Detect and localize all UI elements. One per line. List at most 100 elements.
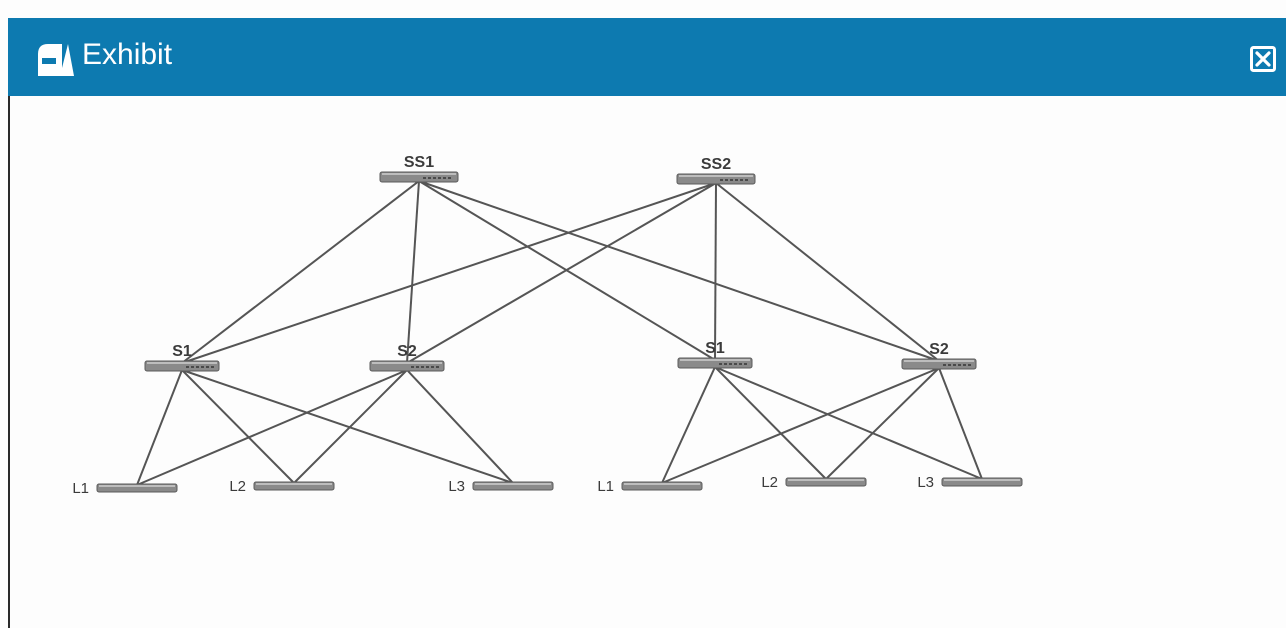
- switch-node-b_s2: S2: [901, 341, 977, 370]
- switch-node-ss2: SS2: [676, 156, 756, 185]
- link-a_s1-a_l3: [181, 369, 514, 484]
- switch-label-ss1: SS1: [404, 154, 434, 171]
- switch-node-a_l3: L3: [448, 478, 554, 495]
- switch-port: [196, 366, 199, 368]
- switch-port: [740, 179, 743, 181]
- switch-port: [729, 363, 732, 365]
- switch-highlight: [904, 360, 974, 362]
- link-ss2-a_s2: [406, 182, 717, 364]
- switch-port: [416, 366, 419, 368]
- link-ss1-b_s2: [418, 180, 940, 362]
- switch-port: [443, 177, 446, 179]
- switch-port: [725, 179, 728, 181]
- switch-label-b_s1: S1: [705, 340, 725, 357]
- switch-port: [448, 177, 451, 179]
- title-bar: Exhibit: [8, 18, 1286, 96]
- switch-port: [191, 366, 194, 368]
- switch-label-b_l3: L3: [917, 474, 934, 491]
- switch-node-b_s1: S1: [677, 340, 753, 369]
- link-a_s2-a_l1: [136, 369, 408, 486]
- switch-port: [953, 364, 956, 366]
- window-title: Exhibit: [82, 38, 173, 71]
- switch-highlight: [679, 175, 753, 177]
- switch-highlight: [624, 483, 700, 485]
- link-b_s1-b_l3: [714, 366, 983, 480]
- switch-port: [948, 364, 951, 366]
- switch-label-a_s2: S2: [397, 343, 417, 360]
- link-a_s1-a_l1: [136, 369, 183, 486]
- switch-port: [735, 179, 738, 181]
- link-ss1-a_s2: [406, 180, 420, 364]
- switch-port: [730, 179, 733, 181]
- switch-port: [438, 177, 441, 179]
- switch-node-b_l3: L3: [917, 474, 1023, 491]
- switch-label-b_l1: L1: [597, 478, 614, 495]
- switch-port: [958, 364, 961, 366]
- switch-port: [968, 364, 971, 366]
- links-layer: [136, 180, 983, 486]
- switch-label-b_s2: S2: [929, 341, 949, 358]
- link-a_s2-a_l2: [293, 369, 408, 484]
- switch-label-b_l2: L2: [761, 474, 778, 491]
- switch-node-b_l2: L2: [761, 474, 867, 491]
- switch-node-a_l2: L2: [229, 478, 335, 495]
- link-ss2-b_s2: [715, 182, 940, 362]
- switch-highlight: [680, 359, 750, 361]
- link-ss2-a_s1: [181, 182, 717, 364]
- close-icon[interactable]: [1250, 46, 1276, 72]
- switch-highlight: [475, 483, 551, 485]
- switch-highlight: [99, 485, 175, 487]
- switch-highlight: [147, 362, 217, 364]
- switch-port: [431, 366, 434, 368]
- switch-highlight: [944, 479, 1020, 481]
- link-b_s1-b_l1: [661, 366, 716, 484]
- switch-label-a_l1: L1: [72, 480, 89, 497]
- switch-port: [426, 366, 429, 368]
- switch-port: [719, 363, 722, 365]
- switch-port: [421, 366, 424, 368]
- switch-highlight: [256, 483, 332, 485]
- switch-node-ss1: SS1: [379, 154, 459, 183]
- link-b_s2-b_l1: [661, 367, 940, 484]
- switch-port: [724, 363, 727, 365]
- switch-label-a_l3: L3: [448, 478, 465, 495]
- switch-port: [963, 364, 966, 366]
- switch-port: [744, 363, 747, 365]
- switch-port: [411, 366, 414, 368]
- switch-port: [739, 363, 742, 365]
- switch-port: [943, 364, 946, 366]
- switch-label-a_s1: S1: [172, 343, 192, 360]
- switch-node-a_l1: L1: [72, 480, 178, 497]
- link-b_s2-b_l2: [825, 367, 940, 480]
- switch-node-a_s2: S2: [369, 343, 445, 372]
- switch-node-a_s1: S1: [144, 343, 220, 372]
- switch-port: [436, 366, 439, 368]
- switch-port: [206, 366, 209, 368]
- link-b_s2-b_l3: [938, 367, 983, 480]
- switch-port: [428, 177, 431, 179]
- switch-node-b_l1: L1: [597, 478, 703, 495]
- switch-port: [734, 363, 737, 365]
- switch-port: [186, 366, 189, 368]
- switch-label-ss2: SS2: [701, 156, 731, 173]
- link-b_s1-b_l2: [714, 366, 827, 480]
- link-a_s1-a_l2: [181, 369, 295, 484]
- link-ss1-a_s1: [181, 180, 420, 364]
- switch-highlight: [372, 362, 442, 364]
- switch-label-a_l2: L2: [229, 478, 246, 495]
- exhibit-icon: [38, 44, 74, 76]
- switch-port: [720, 179, 723, 181]
- switch-highlight: [788, 479, 864, 481]
- switch-port: [745, 179, 748, 181]
- switch-port: [201, 366, 204, 368]
- switch-highlight: [382, 173, 456, 175]
- link-ss2-b_s1: [714, 182, 717, 361]
- switch-port: [211, 366, 214, 368]
- switch-port: [433, 177, 436, 179]
- switch-port: [423, 177, 426, 179]
- link-a_s2-a_l3: [406, 369, 514, 484]
